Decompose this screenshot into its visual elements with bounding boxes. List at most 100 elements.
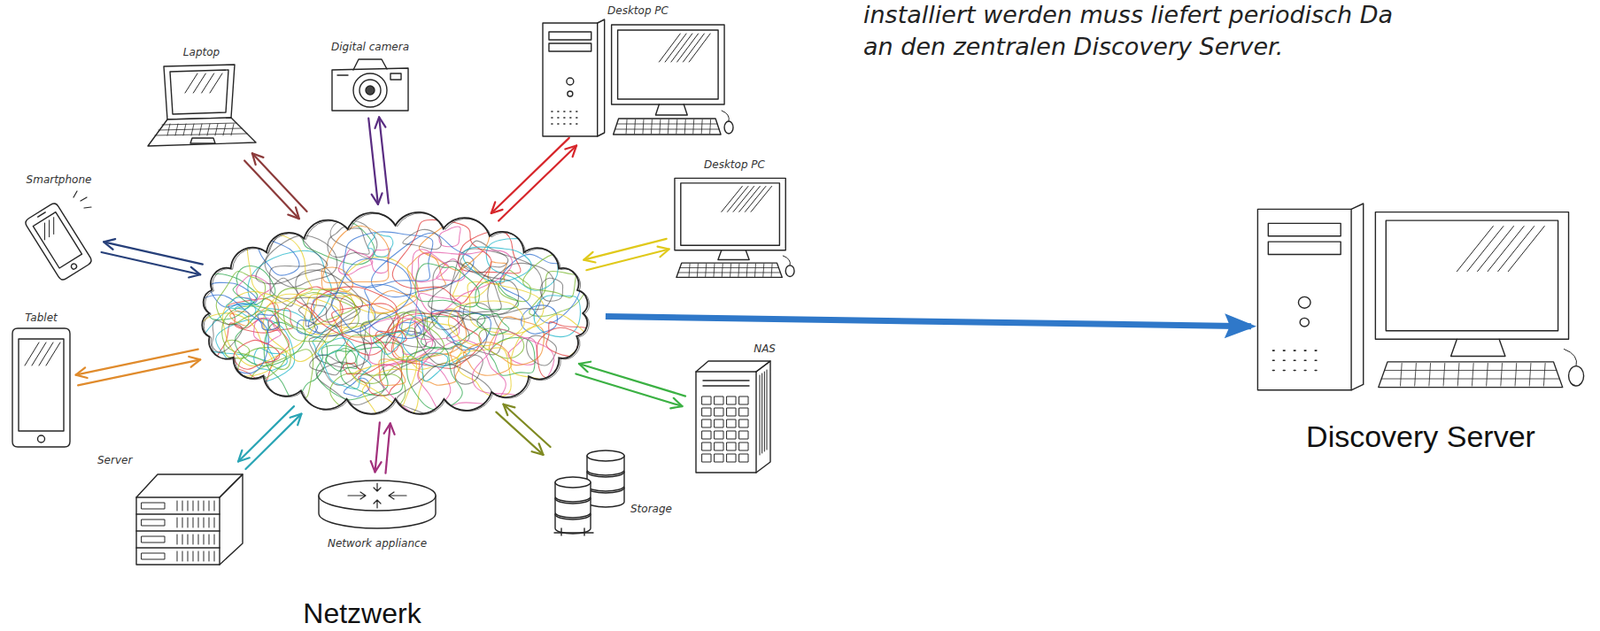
server-device: Server (132, 469, 246, 567)
arrow-inbound (244, 160, 300, 219)
server-top (136, 474, 243, 498)
monitor-stand (655, 104, 688, 116)
arrow-inbound (491, 138, 570, 214)
scribble-loop (325, 350, 360, 372)
monitor-frame (1375, 212, 1569, 341)
scribble-loop (460, 240, 509, 273)
power-button (1298, 296, 1311, 327)
nas-front (695, 371, 757, 473)
screen-glare (185, 73, 223, 93)
camera-body (332, 68, 409, 111)
scribble-loop (255, 229, 328, 284)
bay-vents (177, 551, 215, 562)
storage-feet (554, 528, 594, 536)
handwritten-note: an den zentralen Discovery Server. (863, 32, 1284, 62)
scribble-loop (418, 353, 462, 386)
server-bays (136, 514, 220, 549)
scribble-loop (536, 327, 593, 379)
scribble-loop (546, 322, 592, 357)
monitor-stand (1451, 339, 1506, 356)
tower-side (1351, 203, 1364, 391)
server-side (219, 474, 243, 565)
arrow-outbound (252, 153, 308, 212)
monitor-screen (680, 183, 781, 246)
device-traffic-arrows (101, 241, 203, 275)
keyboard-keys (615, 119, 719, 134)
device-label: Digital camera (331, 40, 410, 54)
laptop-device: Laptop (142, 61, 261, 154)
scribble-loop (225, 297, 252, 310)
desktop-drawing (542, 19, 734, 137)
arrow-inbound (245, 414, 302, 470)
scribble-loop (415, 263, 480, 308)
tower-side (597, 19, 605, 137)
mouse-cable (1563, 348, 1577, 366)
data-flow-arrow (605, 316, 1252, 327)
arrow-inbound (368, 118, 379, 205)
laptop-base (147, 117, 256, 147)
arrow-outbound (378, 116, 389, 203)
mouse-cable (782, 255, 790, 266)
scribble-loop (396, 363, 494, 420)
drive-bays (702, 396, 749, 463)
scribble-loop (211, 320, 242, 353)
scribble-loop (378, 359, 406, 387)
storage-device: Storage (550, 443, 628, 536)
smartphone-device: Smartphone (20, 188, 98, 286)
keyboard (613, 118, 721, 135)
scribble-loop (236, 275, 271, 302)
screen-glare (658, 33, 711, 62)
phone-screen (32, 212, 82, 269)
scribble-loop (431, 261, 502, 331)
arrow-outbound (238, 406, 294, 462)
arrow-inbound (385, 423, 390, 473)
scribble-loop (275, 288, 356, 331)
arrow-outbound (103, 241, 203, 264)
scribble-loop (392, 219, 492, 303)
device-traffic-arrows (583, 239, 669, 271)
tablet-icon (12, 328, 70, 448)
device-label: Smartphone (26, 173, 93, 186)
keyboard (676, 262, 782, 278)
scribble-loop (414, 310, 487, 366)
scribble-loop (439, 226, 461, 248)
arrow-outbound (495, 412, 543, 456)
device-traffic-arrows (244, 153, 307, 219)
grip (337, 74, 348, 76)
arrow-inbound (101, 252, 201, 275)
device-label: Desktop PC (607, 4, 669, 17)
cloud-border (201, 212, 588, 415)
monitor-icon (674, 177, 795, 278)
tower-case (1257, 208, 1352, 390)
arrow-outbound (76, 349, 199, 376)
lens-outer (353, 73, 387, 108)
phone-speaker (38, 212, 46, 217)
scribble-loop (332, 258, 412, 333)
scribble-loop (216, 318, 295, 383)
network-scribble (174, 208, 594, 433)
monitor-screen (618, 30, 719, 100)
scribble-loop (323, 225, 390, 283)
keyboard-keys (678, 263, 781, 277)
nas-side (756, 361, 771, 473)
scribble-loop (318, 338, 372, 390)
discovery-icon (1257, 203, 1584, 391)
mouse (1569, 366, 1585, 387)
scribble-loop (411, 249, 449, 283)
device-traffic-arrows (491, 138, 577, 222)
vent-dots (1272, 350, 1316, 371)
router-top (318, 480, 436, 511)
nas-device: NAS (688, 357, 776, 475)
scribble-loop (257, 239, 300, 276)
router-icon (318, 480, 436, 529)
vent-dots (551, 111, 578, 124)
storage-icon (554, 450, 625, 536)
desktop-device: Desktop PC (541, 19, 735, 139)
arrow-outbound (586, 248, 669, 271)
arrow-outbound (498, 145, 577, 221)
scribble-loop (523, 253, 580, 299)
scribble-loop (431, 310, 491, 351)
scribble-loop (316, 362, 385, 405)
bay-vents (177, 517, 215, 528)
scribble-loop (477, 313, 510, 335)
